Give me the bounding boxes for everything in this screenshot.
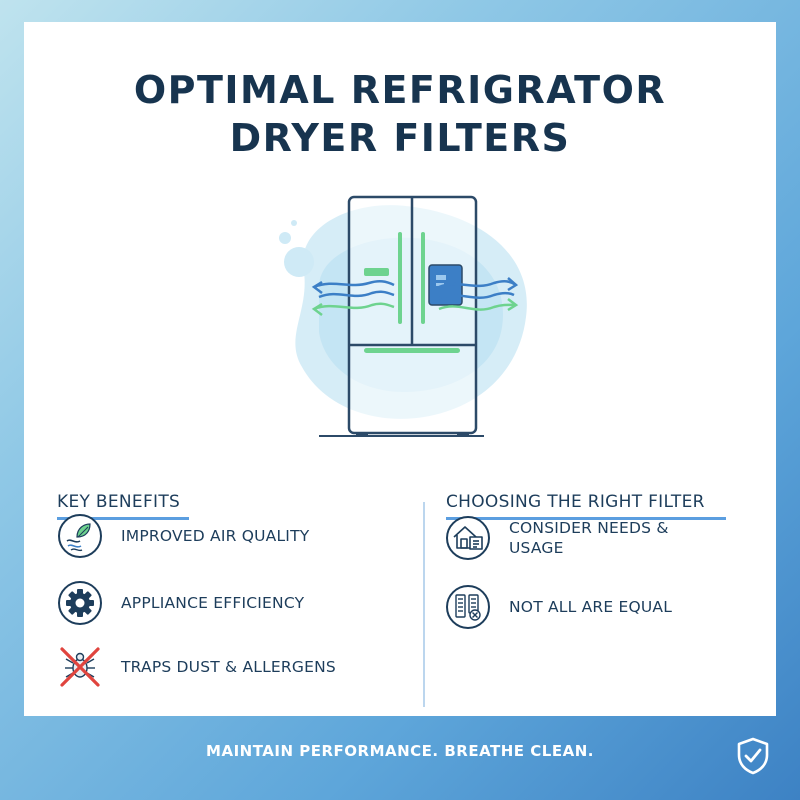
choosing-label: CONSIDER NEEDS & USAGE xyxy=(509,518,669,558)
airflow-arrow-right xyxy=(507,298,519,312)
house-usage-icon xyxy=(446,516,490,560)
title-line-1: OPTIMAL REFRIGRATOR xyxy=(133,68,667,112)
choosing-filter-underline xyxy=(446,517,726,520)
benefit-item: TRAPS DUST & ALLERGENS xyxy=(57,644,336,690)
airflow-arrow-left xyxy=(311,302,323,316)
benefit-label: IMPROVED AIR QUALITY xyxy=(121,527,310,545)
bubble-tiny xyxy=(291,220,297,226)
airflow-wave-left xyxy=(318,290,395,299)
freezer-handle xyxy=(364,348,460,353)
choosing-label-line-2: USAGE xyxy=(509,539,564,557)
shield-check-icon xyxy=(737,737,769,775)
benefit-label: APPLIANCE EFFICIENCY xyxy=(121,594,305,612)
bubble-small xyxy=(279,232,291,244)
airflow-arrow-right xyxy=(507,277,519,292)
airflow-wave-right xyxy=(438,280,517,289)
dispenser-slot xyxy=(436,283,444,286)
bubble-large xyxy=(284,247,314,277)
fridge-foot-right xyxy=(457,432,469,437)
choosing-item: NOT ALL ARE EQUAL xyxy=(445,584,672,630)
footer-tagline: MAINTAIN PERFORMANCE. BREATHE CLEAN. xyxy=(206,742,594,760)
choosing-filter-heading: CHOOSING THE RIGHT FILTER xyxy=(446,492,705,512)
airflow-wave-left xyxy=(313,280,395,289)
column-divider xyxy=(423,502,425,707)
gear-icon xyxy=(58,581,102,625)
benefit-label: TRAPS DUST & ALLERGENS xyxy=(121,658,336,676)
door-handle-right xyxy=(421,232,425,324)
page-title: OPTIMAL REFRIGRATOR DRYER FILTERS xyxy=(24,66,776,162)
benefit-item: IMPROVED AIR QUALITY xyxy=(57,513,309,559)
airflow-wave-left xyxy=(313,302,395,311)
airflow-wave-right xyxy=(438,303,517,311)
choosing-label: NOT ALL ARE EQUAL xyxy=(509,598,673,616)
key-benefits-heading: KEY BENEFITS xyxy=(57,492,181,512)
key-benefits-underline xyxy=(57,517,189,520)
dispenser-slot xyxy=(436,275,446,280)
choosing-label-line-1: CONSIDER NEEDS & xyxy=(509,519,669,537)
fridge-foot-left xyxy=(356,432,368,437)
airflow-wave-right xyxy=(438,291,515,300)
leaf-air-icon xyxy=(58,514,102,558)
refrigerator-airflow-illustration xyxy=(279,195,527,437)
left-display xyxy=(364,268,389,276)
content-card: OPTIMAL REFRIGRATOR DRYER FILTERS xyxy=(24,22,776,716)
airflow-arrow-left xyxy=(311,280,323,294)
choosing-item: CONSIDER NEEDS & USAGE xyxy=(445,515,669,561)
filter-compare-icon xyxy=(446,585,490,629)
benefit-item: APPLIANCE EFFICIENCY xyxy=(57,580,304,626)
title-line-2: DRYER FILTERS xyxy=(229,116,571,160)
no-dust-mite-icon xyxy=(60,647,100,687)
door-handle-left xyxy=(398,232,402,324)
